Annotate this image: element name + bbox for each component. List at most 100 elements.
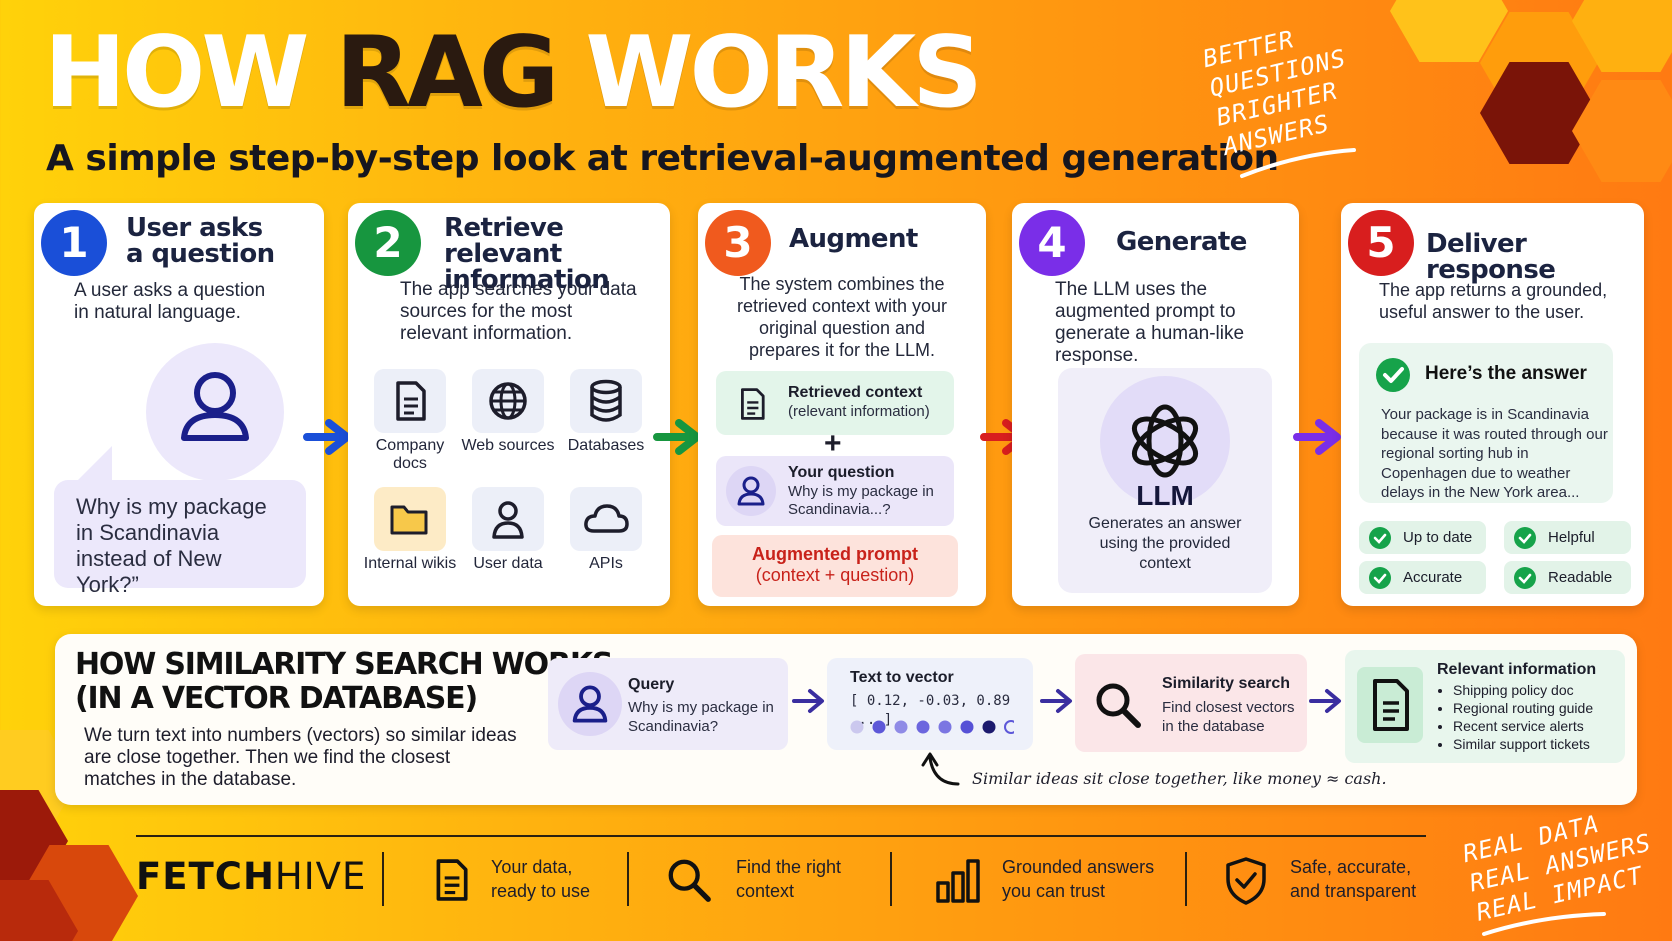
user-icon [492,501,524,539]
curved-arrow-icon [921,752,960,786]
cloud-icon [584,504,629,533]
vector-dots [850,720,1014,734]
llm-panel: LLM Generates an answer using the provid… [1058,368,1272,593]
arrow-right-icon [653,419,701,455]
folder-icon [390,505,428,535]
user-avatar-circle [146,343,284,481]
llm-description: Generates an answer using the provided c… [1088,515,1242,572]
retrieved-context-box: Retrieved context (relevant information) [716,371,954,435]
badge-helpful: Helpful [1504,521,1631,554]
step-description: The app returns a grounded, useful answe… [1379,280,1608,322]
footer-separator [890,852,892,906]
list-item: Regional routing guide [1453,699,1593,717]
step-title: Generate [1116,227,1247,257]
augmented-prompt-box: Augmented prompt (context + question) [712,535,958,597]
badge-accurate: Accurate [1359,561,1486,594]
search-icon [1096,683,1141,728]
llm-label: LLM [1136,480,1194,511]
check-circle-icon [1369,567,1391,589]
tagline-underline [1240,148,1356,178]
answer-text: Your package is in Scandinavia because i… [1381,406,1608,501]
footer-separator [1185,852,1187,906]
tagline-bottom: REAL DATA REAL ANSWERS REAL IMPACT [1460,809,1654,927]
footer-separator [382,852,384,906]
bar-chart-icon [936,859,980,903]
document-icon [1373,679,1409,731]
step-description: The LLM uses the augmented prompt to gen… [1055,279,1245,366]
similarity-description: We turn text into numbers (vectors) so s… [84,725,517,790]
user-icon [572,685,608,723]
similarity-title: HOW SIMILARITY SEARCH WORKS(IN A VECTOR … [75,647,613,716]
user-icon [181,372,249,441]
arrow-right-icon [1309,689,1341,713]
brand-logo: FETCHHIVE [136,855,367,898]
footer-item-safe: Safe, accurate,and transparent [1290,857,1417,901]
your-question-box: Your question Why is my package in Scand… [716,456,954,526]
source-internal-wikis: Internal wikis [360,487,460,573]
user-avatar [558,672,622,736]
globe-icon [489,382,527,420]
shield-check-icon [1226,857,1266,905]
check-circle-icon [1514,527,1536,549]
similarity-search-panel: HOW SIMILARITY SEARCH WORKS(IN A VECTOR … [55,634,1637,805]
search-icon [668,859,711,902]
tagline-underline [1482,912,1606,936]
footer-item-data: Your data,ready to use [491,857,591,901]
source-databases: Databases [556,369,656,455]
step-description: A user asks a question in natural langua… [74,280,266,323]
step-number: 5 [1348,210,1414,276]
relevant-information-box: Relevant information Shipping policy doc… [1345,650,1625,763]
step-title: Augment [789,224,918,254]
answer-title: Here’s the answer [1425,363,1587,384]
text-to-vector-box: Text to vector [ 0.12, -0.03, 0.89 ... ] [827,658,1033,750]
step-card-augment: 3 Augment The system combines the retrie… [698,203,986,606]
arrow-right-icon [792,689,824,713]
source-apis: APIs [556,487,656,573]
step-card-generate: 4 Generate The LLM uses the augmented pr… [1012,203,1299,606]
step-card-deliver: 5 Deliver response The app returns a gro… [1341,203,1644,606]
arrow-right-icon [1293,419,1341,455]
step-number: 3 [705,210,771,276]
check-circle-icon [1376,358,1410,392]
user-avatar [726,466,776,516]
query-box: Query Why is my package in Scandinavia? [548,658,788,750]
llm-logo-circle [1100,376,1230,506]
page-title: HOW RAG WORKS [44,16,983,130]
answer-box: Here’s the answer Your package is in Sca… [1359,343,1613,503]
footer-separator [627,852,629,906]
check-circle-icon [1514,567,1536,589]
plus-sign: + [824,427,842,460]
tagline-top: BETTER QUESTIONS BRIGHTER ANSWERS [1200,25,1349,161]
document-icon [436,859,468,901]
page-subtitle: A simple step-by-step look at retrieval-… [46,138,1279,179]
list-item: Recent service alerts [1453,717,1593,735]
check-circle-icon [1369,527,1391,549]
document-icon [396,381,426,421]
step-title: Deliver response [1426,229,1556,285]
step-description: The system combines the retrieved contex… [736,274,948,360]
database-icon [590,379,622,422]
relevant-title: Relevant information [1437,661,1597,678]
badge-readable: Readable [1504,561,1631,594]
document-icon [741,388,765,420]
step-description: The app searches your data sources for t… [400,279,637,344]
source-company-docs: Company docs [360,369,460,473]
relevant-list: Shipping policy doc Regional routing gui… [1453,681,1593,753]
step-number: 1 [41,210,107,276]
footer-divider [136,835,1426,837]
similarity-note: Similar ideas sit close together, like m… [972,769,1387,788]
list-item: Shipping policy doc [1453,681,1593,699]
list-item: Similar support tickets [1453,735,1593,753]
document-tile [1357,667,1423,743]
step-number: 2 [355,210,421,276]
badge-up-to-date: Up to date [1359,521,1486,554]
source-web: Web sources [458,369,558,455]
user-icon [737,476,765,506]
similarity-search-box: Similarity search Find closest vectors i… [1075,654,1307,752]
question-bubble: Why is my package in Scandinavia instead… [54,480,306,597]
source-user-data: User data [458,487,558,573]
